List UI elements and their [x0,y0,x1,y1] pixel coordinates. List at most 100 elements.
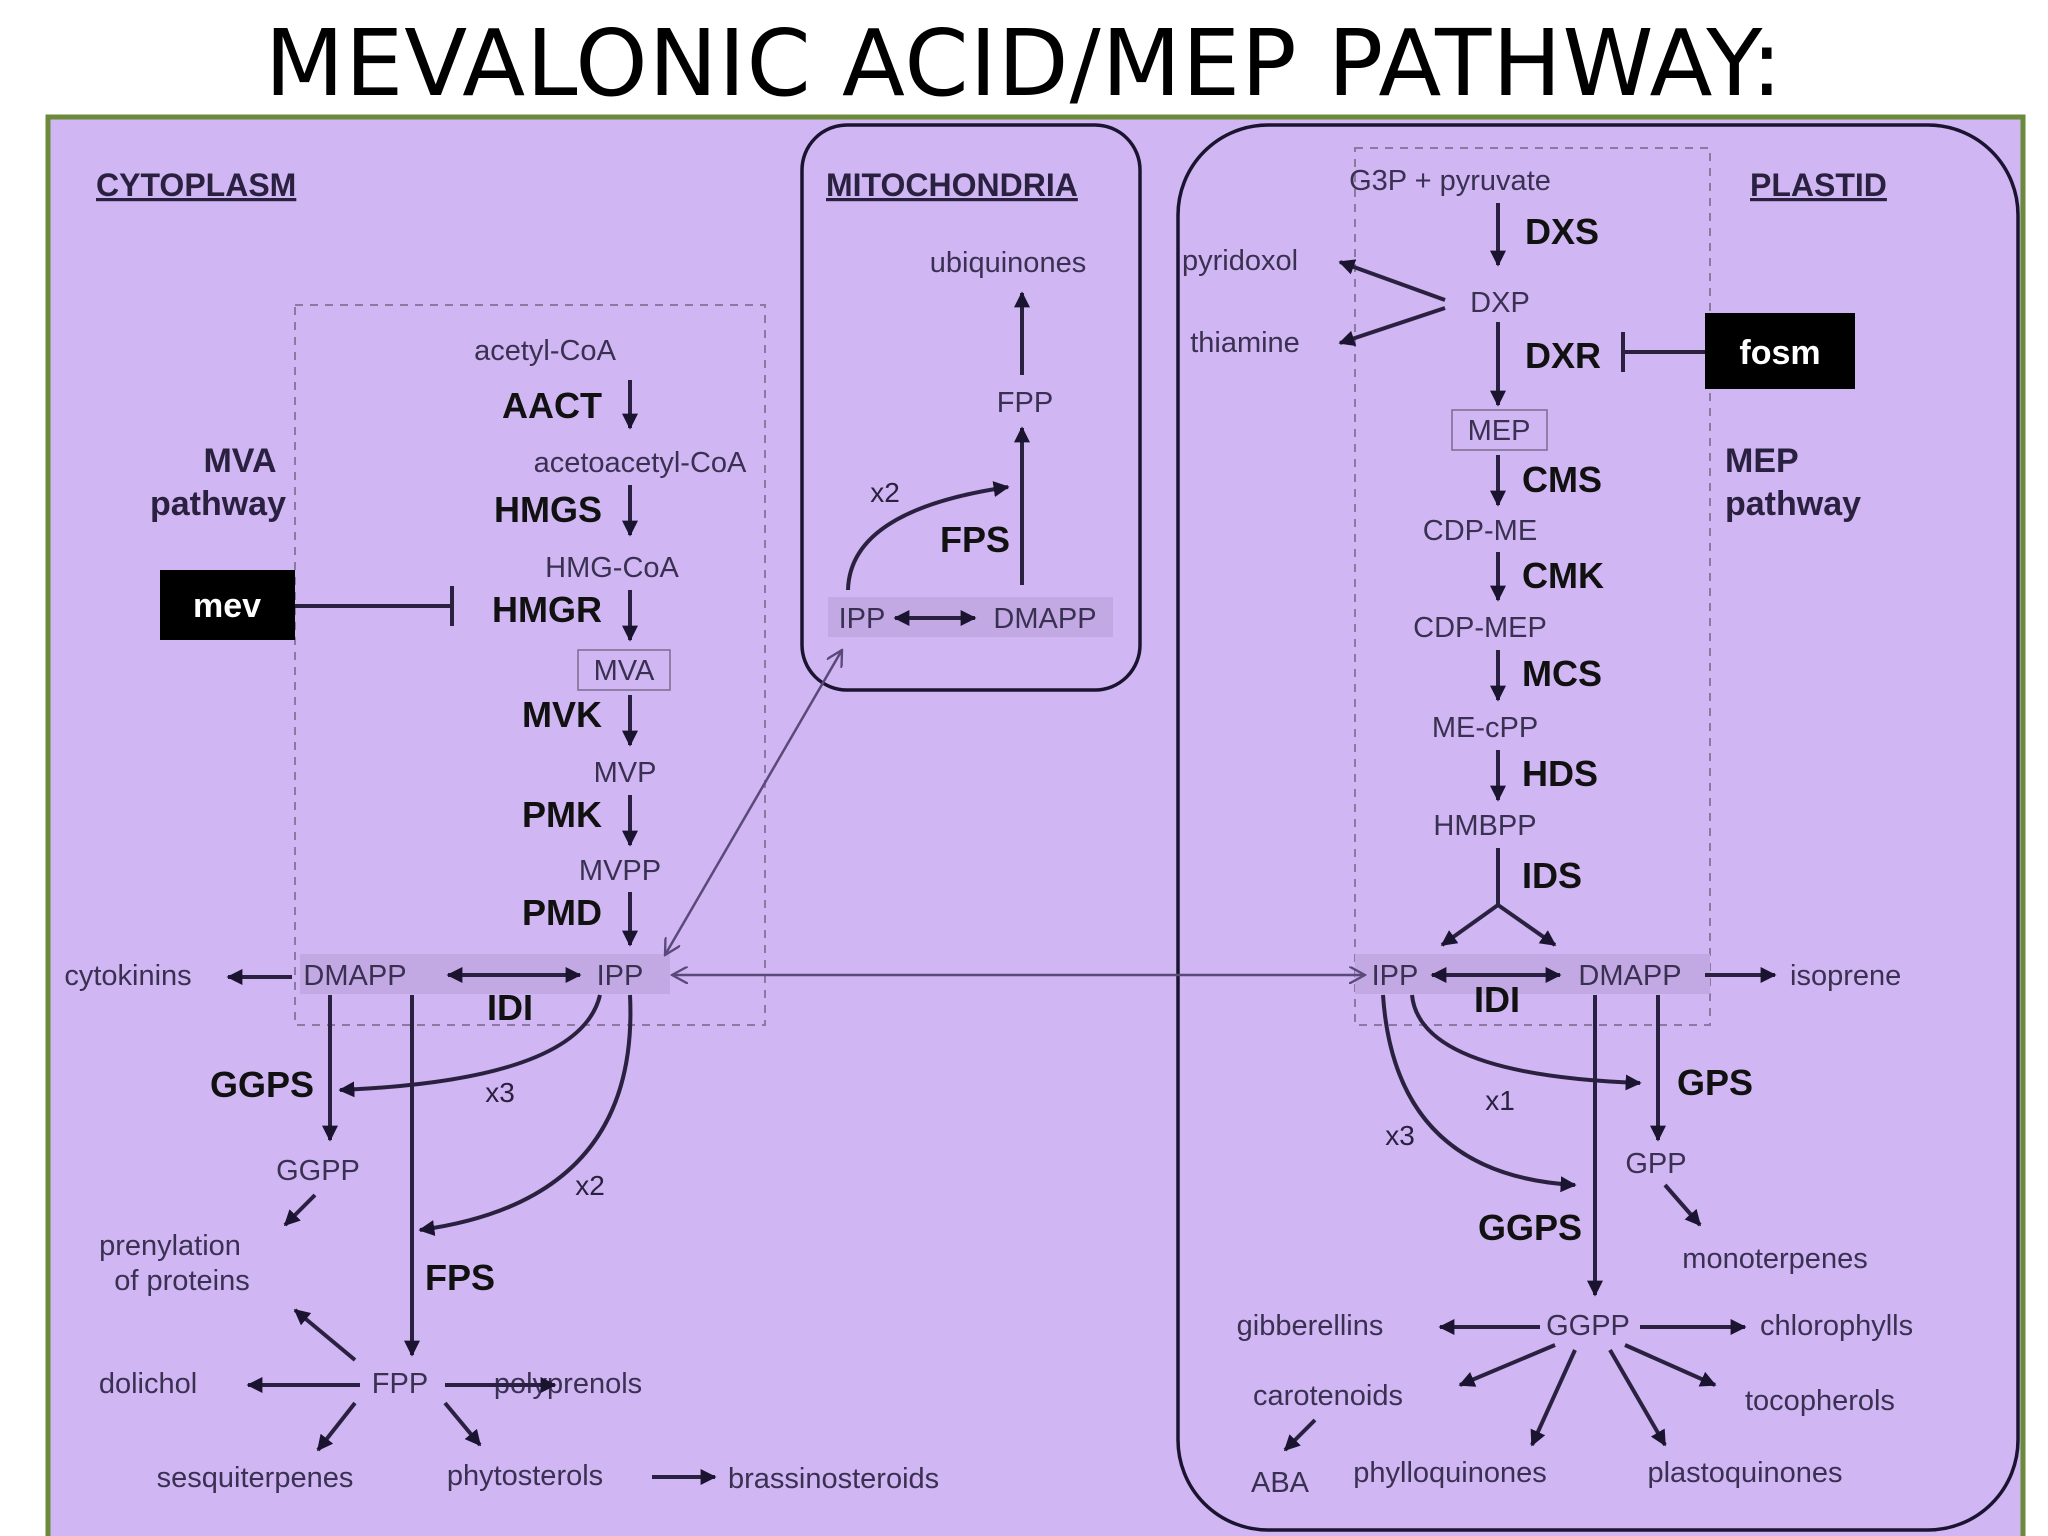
aba: ABA [1251,1467,1310,1499]
mep: MEP [1468,415,1531,447]
mito-x2: x2 [870,477,900,508]
mev-inhibitor-box [160,570,295,640]
arrow-dxp-pyridoxol [1338,259,1446,302]
plastid-header: PLASTID [1750,167,1887,203]
arrow-ggpp-prenylation [283,1193,317,1227]
arrow-ggpp-phylloquinones [1530,1349,1577,1447]
mep-box [1451,409,1548,451]
enzyme-cms: CMS [1522,459,1602,500]
cyto-x2: x2 [575,1170,605,1201]
acetoacetyl-coa: acetoacetyl-CoA [534,447,747,479]
transport-cyto-mito [665,650,842,955]
plastid-dmapp: DMAPP [1578,960,1681,992]
phytosterols: phytosterols [447,1460,603,1492]
plastid-x3: x3 [1385,1120,1415,1151]
arrow-ipp-fps [418,994,633,1236]
mitochondria-compartment [800,123,1142,692]
cdp-mep: CDP-MEP [1413,612,1547,644]
mep-pathway-label-1: MEP [1725,442,1799,480]
enzyme-dxs: DXS [1525,211,1599,252]
plastid-ipp: IPP [1372,960,1419,992]
mitochondria-header: MITOCHONDRIA [826,167,1078,203]
arrow-ggpp-carotenoids [1458,1343,1556,1387]
g3p-pyruvate: G3P + pyruvate [1349,165,1551,197]
plastid-enzyme-idi: IDI [1474,979,1520,1020]
arrow-carotenoids-aba [1283,1418,1317,1452]
prenylation-line-2: of proteins [114,1265,249,1297]
prenylation-line-1: prenylation [99,1230,241,1262]
arrow-dxp-thiamine [1338,306,1446,347]
enzyme-hmgr: HMGR [492,589,602,630]
arrow-ipp-fps-mito [846,481,1010,591]
gibberellins: gibberellins [1237,1310,1384,1342]
mva-pathway-label-1: MVA [203,442,276,480]
mep-pathway-label-2: pathway [1725,485,1861,523]
thiamine: thiamine [1190,327,1300,359]
cyto-enzyme-fps: FPS [425,1257,495,1298]
plastid-x1: x1 [1485,1085,1515,1116]
mep-dashed-region [1354,147,1711,1026]
plastoquinones: plastoquinones [1647,1457,1842,1489]
mito-fpp: FPP [997,387,1053,419]
phylloquinones: phylloquinones [1353,1457,1546,1489]
arrow-ids-dmapp [1496,903,1557,947]
brassinosteroids: brassinosteroids [728,1463,939,1495]
enzyme-pmk: PMK [522,794,602,835]
enzyme-pmd: PMD [522,892,602,933]
tocopherols: tocopherols [1745,1385,1895,1417]
cyto-dmapp: DMAPP [303,960,406,992]
cyto-enzyme-ggps: GGPS [210,1064,314,1105]
fosm-inhibitor-label: fosm [1739,334,1820,372]
enzyme-aact: AACT [502,385,602,426]
plastid-enzyme-ggps: GGPS [1478,1207,1582,1248]
mva: MVA [594,655,655,687]
dolichol: dolichol [99,1368,197,1400]
me-cpp: ME-cPP [1432,712,1538,744]
enzyme-mcs: MCS [1522,653,1602,694]
dxp: DXP [1470,287,1530,319]
mito-dmapp: DMAPP [993,603,1096,635]
acetyl-coa: acetyl-CoA [474,335,616,367]
cyto-fpp: FPP [372,1368,428,1400]
cyto-enzyme-idi: IDI [487,987,533,1028]
arrow-ids-ipp [1440,903,1500,947]
arrow-fpp-phytosterols [443,1401,482,1447]
enzyme-hds: HDS [1522,753,1598,794]
enzyme-hmgs: HMGS [494,489,602,530]
arrow-fpp-prenylation [293,1308,357,1362]
enzyme-cmk: CMK [1522,555,1604,596]
cdp-me: CDP-ME [1423,515,1537,547]
arrow-ipp-ggps [1381,994,1577,1193]
mev-inhibitor-label: mev [193,587,261,625]
enzyme-dxr: DXR [1525,335,1601,376]
mito-ipp: IPP [839,603,886,635]
mva-pathway-label-2: pathway [150,485,286,523]
plastid-ggpp: GGPP [1546,1310,1630,1342]
gpp: GPP [1625,1148,1686,1180]
hmg-coa: HMG-CoA [545,552,679,584]
pyridoxol: pyridoxol [1182,245,1298,277]
cytokinins: cytokinins [64,960,191,992]
mvp: MVP [594,757,657,789]
plastid-compartment [1176,123,2020,1532]
enzyme-mvk: MVK [522,694,602,735]
hmbpp: HMBPP [1433,810,1536,842]
carotenoids: carotenoids [1253,1380,1403,1412]
chlorophylls: chlorophylls [1760,1310,1913,1342]
ubiquinones: ubiquinones [930,247,1086,279]
monoterpenes: monoterpenes [1682,1243,1867,1275]
arrow-fpp-sesquiterpenes [316,1401,357,1452]
arrow-ggpp-plastoquinones [1608,1348,1667,1447]
enzyme-ids: IDS [1522,855,1582,896]
sesquiterpenes: sesquiterpenes [157,1462,354,1494]
cytoplasm-header: CYTOPLASM [96,167,296,203]
arrow-ggpp-tocopherols [1624,1343,1717,1387]
cyto-ggpp: GGPP [276,1155,360,1187]
arrow-gpp-monoterpenes [1663,1183,1702,1227]
slide-title: MEVALONIC ACID/MEP PATHWAY: [264,10,1784,117]
cyto-x3: x3 [485,1077,515,1108]
arrow-ipp-ggps [338,994,602,1098]
enzyme-gps: GPS [1677,1062,1753,1103]
isoprene: isoprene [1790,960,1901,992]
